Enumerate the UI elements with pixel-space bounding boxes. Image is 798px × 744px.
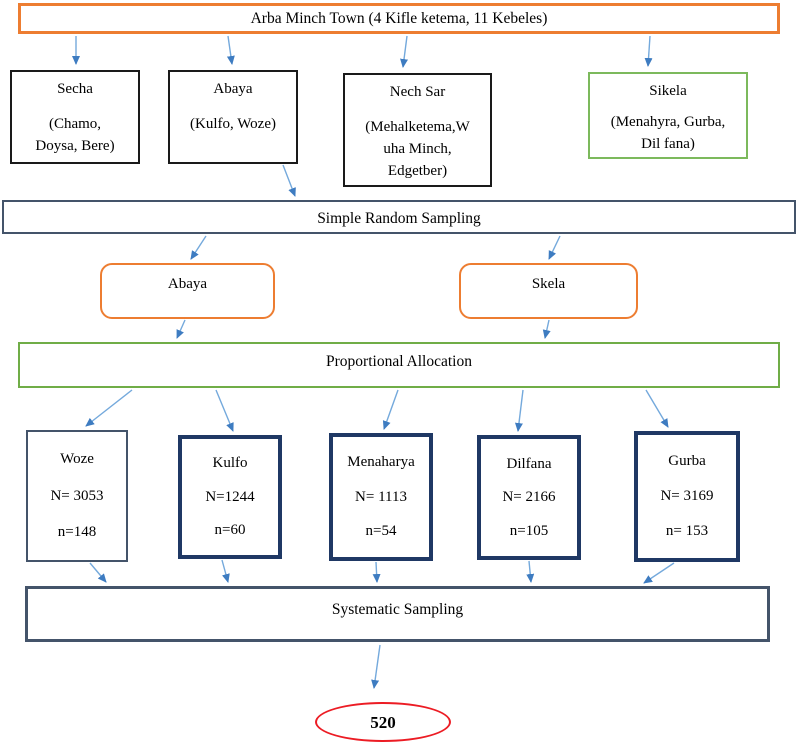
kebele-woze: Woze N= 3053 n=148 xyxy=(26,430,128,562)
kifle-name: Sikela xyxy=(649,83,687,99)
kebele-population: N= 2166 xyxy=(502,489,556,505)
stage-label: Proportional Allocation xyxy=(326,353,472,370)
kebele-menaharya: Menaharya N= 1113 n=54 xyxy=(329,433,433,561)
node-label: Arba Minch Town (4 Kifle ketema, 11 Kebe… xyxy=(250,10,548,27)
kebele-sample-size: n=60 xyxy=(214,521,246,538)
node-nech-sar: Nech Sar (Mehalketema,W uha Minch, Edget… xyxy=(343,73,492,187)
stage-label: Simple Random Sampling xyxy=(317,210,481,227)
kebele-name: Dilfana xyxy=(506,455,552,472)
kebele-population: N= 3053 xyxy=(50,487,104,504)
kebele-name: Woze xyxy=(60,451,94,468)
kebele-name: Kulfo xyxy=(212,455,248,472)
kebele-gurba: Gurba N= 3169 n= 153 xyxy=(634,431,740,562)
kebele-population: N=1244 xyxy=(205,488,255,505)
total-sample-value: 520 xyxy=(370,712,396,732)
kebele-name: Menaharya xyxy=(347,454,415,471)
kifle-name: Secha xyxy=(57,81,93,97)
stage-proportional-allocation: Proportional Allocation xyxy=(18,342,780,388)
kebele-name: Gurba xyxy=(668,453,706,469)
kebele-sample-size: n= 153 xyxy=(665,523,709,539)
node-sikela: Sikela (Menahyra, Gurba, Dil fana) xyxy=(588,72,748,159)
total-sample-ellipse: 520 xyxy=(315,702,451,742)
node-arba-minch-town: Arba Minch Town (4 Kifle ketema, 11 Kebe… xyxy=(18,3,780,34)
kebele-sample-size: n=105 xyxy=(509,522,549,539)
stage-systematic-sampling: Systematic Sampling xyxy=(25,586,770,642)
stage-simple-random-sampling: Simple Random Sampling xyxy=(2,200,796,234)
kebele-population: N= 3169 xyxy=(660,488,714,504)
stage-label: Systematic Sampling xyxy=(331,601,464,618)
selected-label: Abaya xyxy=(167,276,208,292)
kebele-population: N= 1113 xyxy=(355,488,407,505)
selected-abaya: Abaya xyxy=(100,263,275,319)
kebele-sample-size: n=148 xyxy=(57,523,97,540)
kifle-kebeles: (Kulfo, Woze) xyxy=(190,116,276,132)
selected-skela: Skela xyxy=(459,263,638,319)
kifle-name: Abaya xyxy=(213,81,253,97)
kebele-kulfo: Kulfo N=1244 n=60 xyxy=(178,435,282,559)
node-secha: Secha (Chamo, Doysa, Bere) xyxy=(10,70,140,164)
kifle-kebeles: (Mehalketema,W uha Minch, Edgetber) xyxy=(365,119,470,179)
kebele-dilfana: Dilfana N= 2166 n=105 xyxy=(477,435,581,560)
node-abaya: Abaya (Kulfo, Woze) xyxy=(168,70,298,164)
kifle-kebeles: (Menahyra, Gurba, Dil fana) xyxy=(610,114,726,152)
kifle-name: Nech Sar xyxy=(389,84,446,100)
kifle-kebeles: (Chamo, Doysa, Bere) xyxy=(35,116,115,154)
kebele-sample-size: n=54 xyxy=(365,522,397,539)
selected-label: Skela xyxy=(531,276,566,292)
